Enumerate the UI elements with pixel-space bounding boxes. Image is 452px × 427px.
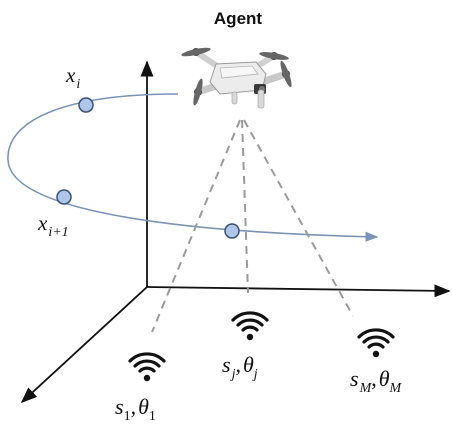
drone-icon [181, 47, 292, 109]
axes [20, 60, 451, 404]
trajectory-points [56, 97, 240, 239]
agent-sensor-links [151, 119, 354, 333]
wifi-icon [231, 311, 269, 341]
link-sensor-1 [151, 119, 241, 333]
wifi-icon [357, 328, 395, 358]
agent-title: Agent [214, 9, 263, 28]
point-intermediate [224, 223, 240, 239]
link-sensor-m [243, 119, 354, 317]
label-sensor-1: s1,θ1 [115, 394, 156, 424]
trajectory-curve [7, 93, 379, 242]
wifi-icon [128, 352, 166, 382]
label-sensor-j: sj,θj [222, 352, 258, 382]
y-axis [20, 286, 148, 404]
point-xi1 [56, 189, 72, 205]
label-xi1: xi+1 [37, 211, 69, 240]
x-axis [146, 284, 451, 298]
label-sensor-m: sM,θM [350, 366, 403, 396]
point-xi [78, 97, 94, 113]
label-xi: xi [65, 63, 80, 92]
link-sensor-j [241, 119, 249, 294]
